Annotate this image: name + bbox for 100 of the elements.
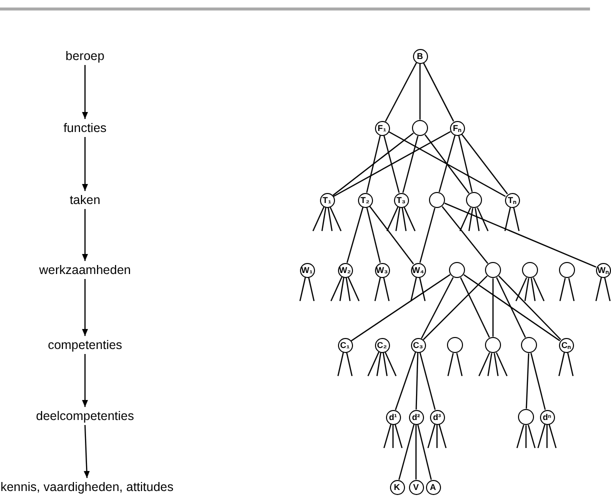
connector-line xyxy=(369,206,414,264)
connector-line xyxy=(438,135,456,192)
connector-line xyxy=(419,64,421,120)
stub-line xyxy=(367,352,380,376)
stub-line xyxy=(532,277,545,302)
stub-line xyxy=(321,207,326,232)
circle-node: Wₙ xyxy=(596,262,610,278)
stub-line xyxy=(392,424,394,448)
connector-line xyxy=(492,278,494,337)
circle-node xyxy=(466,192,482,208)
stub-line xyxy=(496,352,508,376)
circle-node: K xyxy=(390,480,404,494)
circle-node: W₂ xyxy=(338,262,352,278)
stub-line xyxy=(330,276,342,302)
level-label: werkzaamheden xyxy=(39,263,131,277)
level-label: competenties xyxy=(48,338,122,352)
stub-line xyxy=(447,352,454,376)
stub-line xyxy=(546,424,548,448)
level-label: beroep xyxy=(66,49,104,63)
circle-node xyxy=(520,336,538,354)
stub-line xyxy=(383,277,390,302)
stub-line xyxy=(395,207,400,232)
connector-line xyxy=(350,274,450,342)
connector-line xyxy=(384,62,418,122)
arrow xyxy=(82,137,88,191)
connector-line xyxy=(417,424,432,480)
stub-line xyxy=(383,424,392,448)
level-label: deelcompetenties xyxy=(36,409,134,423)
stub-line xyxy=(339,277,344,302)
stub-line xyxy=(525,425,527,448)
stub-line xyxy=(419,277,426,302)
connector-line xyxy=(415,424,417,480)
circle-node: Tₙ xyxy=(504,192,520,208)
circle-node: B xyxy=(412,48,428,64)
arrow xyxy=(82,279,88,336)
stub-line xyxy=(382,352,388,376)
stub-line xyxy=(468,208,474,232)
stub-line xyxy=(567,352,574,376)
circle-node xyxy=(484,336,502,354)
connector-line xyxy=(398,424,415,480)
stub-line xyxy=(559,278,566,302)
circle-node: W₁ xyxy=(300,262,314,278)
stub-line xyxy=(346,352,353,376)
circle-node: F₁ xyxy=(374,120,390,136)
circle-node: dⁿ xyxy=(540,410,554,424)
stub-line xyxy=(299,277,306,302)
circle-node: d³ xyxy=(430,410,444,424)
stub-line xyxy=(410,277,417,302)
level-label: taken xyxy=(70,193,100,207)
connector-line xyxy=(458,135,473,192)
stub-line xyxy=(328,207,333,232)
connector-line xyxy=(444,202,596,268)
connector-line xyxy=(461,134,508,194)
connector-line xyxy=(416,352,418,410)
stub-line xyxy=(494,353,499,376)
connector-line xyxy=(498,276,562,340)
circle-node xyxy=(448,262,466,278)
stub-line xyxy=(558,352,565,376)
stub-line xyxy=(476,207,489,232)
stub-line xyxy=(528,424,536,448)
connector-line xyxy=(383,135,400,193)
stub-line xyxy=(384,352,397,376)
stub-line xyxy=(394,424,403,448)
stub-line xyxy=(386,206,398,232)
arrow xyxy=(84,424,90,478)
connector-line xyxy=(332,132,414,196)
stub-line xyxy=(524,278,530,302)
stub-line xyxy=(516,424,524,448)
stub-line xyxy=(312,206,324,232)
connector-line xyxy=(422,275,488,340)
connector-line xyxy=(333,131,451,197)
connector-line xyxy=(394,352,416,410)
stub-line xyxy=(478,352,490,376)
stub-line xyxy=(604,277,611,302)
circle-node: T₃ xyxy=(394,192,408,208)
connector-line xyxy=(419,352,436,410)
connector-line xyxy=(419,208,436,263)
stub-line xyxy=(456,352,463,376)
circle-node xyxy=(522,262,538,278)
circle-node: A xyxy=(426,480,440,494)
stub-line xyxy=(438,424,447,448)
stub-line xyxy=(537,424,546,448)
stub-line xyxy=(568,278,575,302)
stub-line xyxy=(427,424,436,448)
circle-node: V xyxy=(408,480,424,494)
circle-node xyxy=(412,120,428,136)
circle-node xyxy=(484,262,502,278)
circle-node: C₂ xyxy=(374,338,390,352)
circle-node xyxy=(518,408,534,426)
stub-line xyxy=(595,277,602,302)
stub-line xyxy=(374,277,381,302)
stub-line xyxy=(474,208,480,232)
circle-node: T₁ xyxy=(320,192,334,208)
circle-node: Cₙ xyxy=(558,338,574,352)
stub-line xyxy=(515,277,528,302)
circle-node xyxy=(558,262,576,278)
circle-node xyxy=(446,336,464,354)
connector-line xyxy=(530,352,546,410)
stub-line xyxy=(459,207,472,232)
circle-node: W₄ xyxy=(410,262,426,278)
